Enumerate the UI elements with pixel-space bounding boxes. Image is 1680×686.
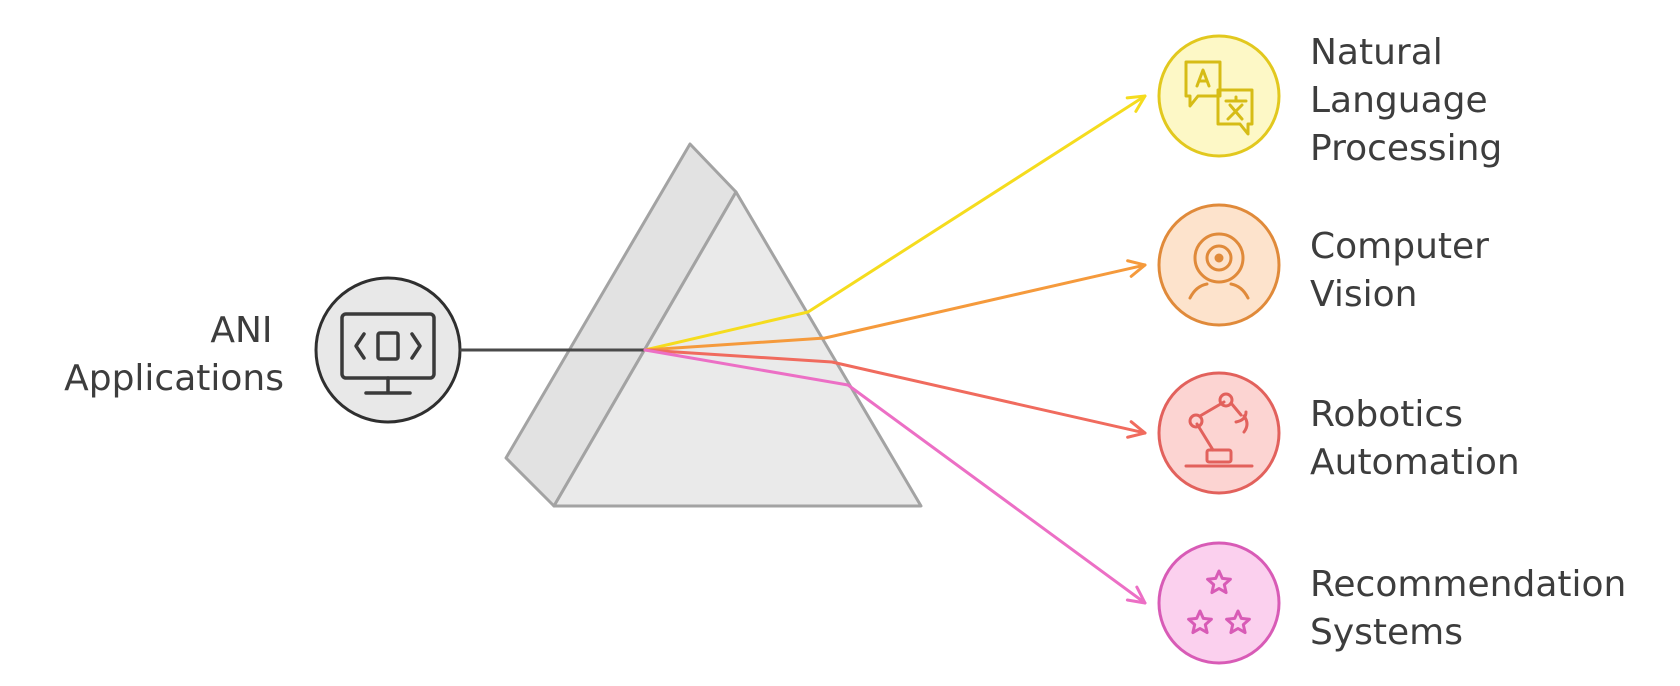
prism	[504, 142, 923, 508]
monitor-code-icon	[340, 312, 436, 395]
source-label: ANI Applications	[64, 310, 284, 399]
stars-icon	[1187, 569, 1251, 635]
source-node	[314, 276, 462, 424]
output-label-computer-vision: Computer Vision	[1310, 226, 1500, 315]
translate-icon	[1184, 60, 1254, 136]
beam-robotics-automation	[643, 348, 1147, 439]
beam-natural-language-processing	[643, 94, 1147, 352]
webcam-icon	[1188, 232, 1250, 300]
output-node-natural-language-processing	[1157, 34, 1281, 158]
robot-arm-icon	[1184, 392, 1254, 468]
output-label-natural-language-processing: Natural Language Processing	[1310, 32, 1502, 169]
output-node-robotics-automation	[1157, 371, 1281, 495]
output-node-recommendation-systems	[1157, 541, 1281, 665]
beam-recommendation-systems	[643, 348, 1147, 605]
output-label-robotics-automation: Robotics Automation	[1310, 394, 1520, 483]
output-beams	[643, 94, 1147, 605]
output-label-recommendation-systems: Recommendation Systems	[1310, 564, 1638, 653]
output-node-computer-vision	[1157, 203, 1281, 327]
beam-computer-vision	[643, 259, 1147, 352]
